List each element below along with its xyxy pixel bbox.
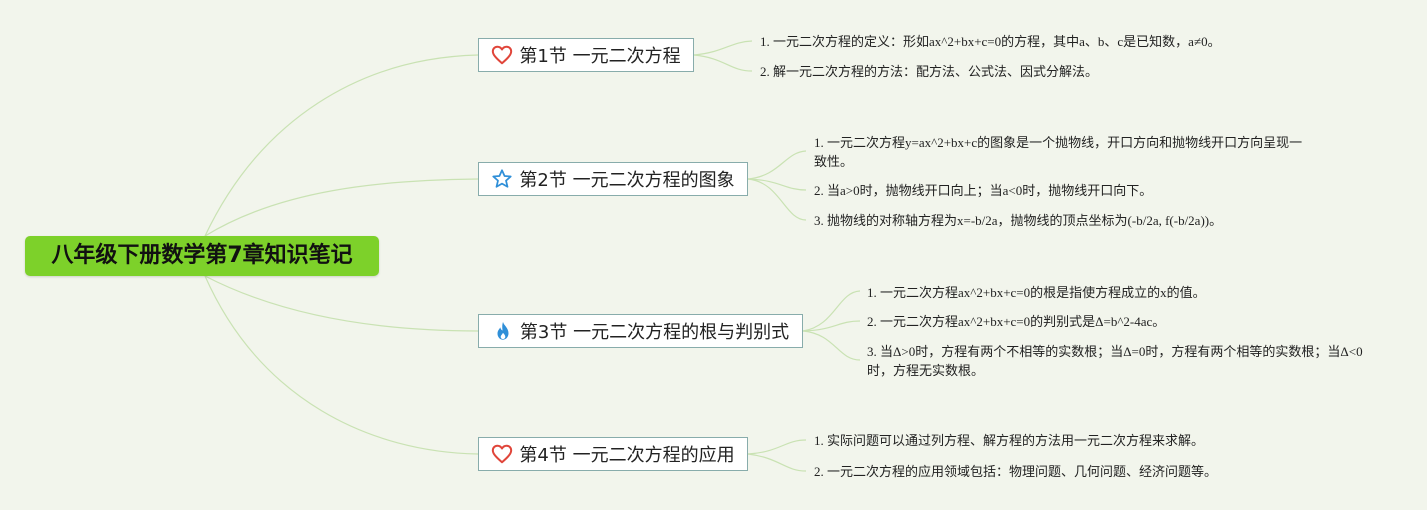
note-1-2: 2. 解一元二次方程的方法：配方法、公式法、因式分解法。	[760, 64, 1099, 79]
note-4-1: 1. 实际问题可以通过列方程、解方程的方法用一元二次方程来求解。	[814, 433, 1205, 448]
root-to-section-3	[204, 275, 479, 332]
note-3-2: 2. 一元二次方程ax^2+bx+c=0的判别式是Δ=b^2-4ac。	[867, 314, 1166, 329]
section-title: 第1节 一元二次方程	[519, 46, 681, 67]
section-node-2[interactable]: 第2节 一元二次方程的图象	[478, 162, 748, 196]
section-4-note-2	[747, 453, 807, 472]
section-title: 第3节 一元二次方程的根与判别式	[519, 322, 790, 343]
section-1-note-2	[693, 54, 753, 72]
section-4-note-1	[747, 439, 807, 455]
root-to-section-1	[204, 54, 479, 237]
section-3-note-3	[802, 330, 861, 361]
section-3-note-1	[802, 290, 861, 332]
root-to-section-4	[204, 275, 479, 455]
section-node-3[interactable]: 第3节 一元二次方程的根与判别式	[478, 314, 803, 348]
star-icon	[491, 168, 513, 190]
note-3-3: 3. 当Δ>0时，方程有两个不相等的实数根；当Δ=0时，方程有两个相等的实数根；…	[867, 344, 1363, 378]
fire-icon	[492, 320, 514, 342]
section-node-1[interactable]: 第1节 一元二次方程	[478, 38, 694, 72]
section-title: 第4节 一元二次方程的应用	[519, 445, 735, 466]
note-4-2: 2. 一元二次方程的应用领域包括：物理问题、几何问题、经济问题等。	[814, 464, 1218, 479]
heart-icon	[491, 44, 513, 66]
section-2-note-1	[747, 150, 807, 180]
note-2-2: 2. 当a>0时，抛物线开口向上；当a<0时，抛物线开口向下。	[814, 183, 1153, 198]
note-2-1: 1. 一元二次方程y=ax^2+bx+c的图象是一个抛物线，开口方向和抛物线开口…	[814, 135, 1303, 169]
section-node-4[interactable]: 第4节 一元二次方程的应用	[478, 437, 748, 471]
section-1-note-1	[693, 40, 753, 56]
section-3-note-2	[802, 320, 861, 332]
note-3-1: 1. 一元二次方程ax^2+bx+c=0的根是指使方程成立的x的值。	[867, 285, 1206, 300]
root-to-section-2	[204, 178, 479, 237]
section-2-note-2	[747, 178, 807, 191]
section-2-note-3	[747, 178, 807, 221]
section-title: 第2节 一元二次方程的图象	[519, 170, 735, 191]
note-2-3: 3. 抛物线的对称轴方程为x=-b/2a，抛物线的顶点坐标为(-b/2a, f(…	[814, 213, 1223, 228]
heart-icon	[491, 443, 513, 465]
note-1-1: 1. 一元二次方程的定义：形如ax^2+bx+c=0的方程，其中a、b、c是已知…	[760, 34, 1221, 49]
root-title: 八年级下册数学第7章知识笔记	[51, 243, 353, 268]
root-topic[interactable]: 八年级下册数学第7章知识笔记	[25, 236, 379, 276]
